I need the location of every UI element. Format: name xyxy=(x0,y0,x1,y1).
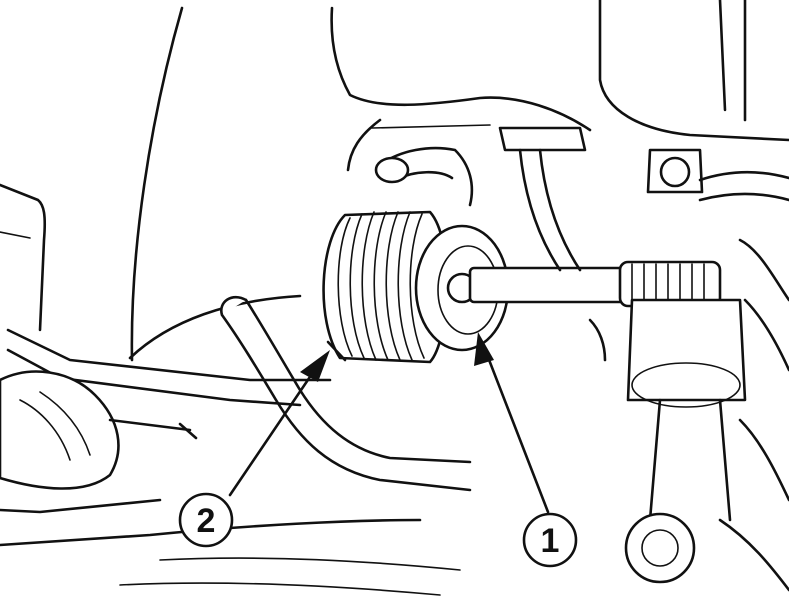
leader-line-1 xyxy=(484,350,550,514)
callout-label-1: 1 xyxy=(541,522,560,560)
knuckle xyxy=(598,0,789,592)
body-panels xyxy=(0,6,592,362)
arrowhead-2 xyxy=(300,350,330,382)
arrowhead-1 xyxy=(474,332,494,366)
tool-rod xyxy=(468,260,722,308)
callout-leaders xyxy=(228,332,550,514)
callout-2: 2 xyxy=(178,492,234,548)
leader-line-2 xyxy=(228,363,320,497)
callout-1: 1 xyxy=(522,512,578,568)
control-arm xyxy=(0,328,461,596)
callout-circle-2 xyxy=(178,492,234,548)
callout-label-2: 2 xyxy=(197,502,216,540)
callout-circle-1 xyxy=(522,512,578,568)
brake-line xyxy=(374,126,607,362)
boot-collar xyxy=(414,224,510,352)
